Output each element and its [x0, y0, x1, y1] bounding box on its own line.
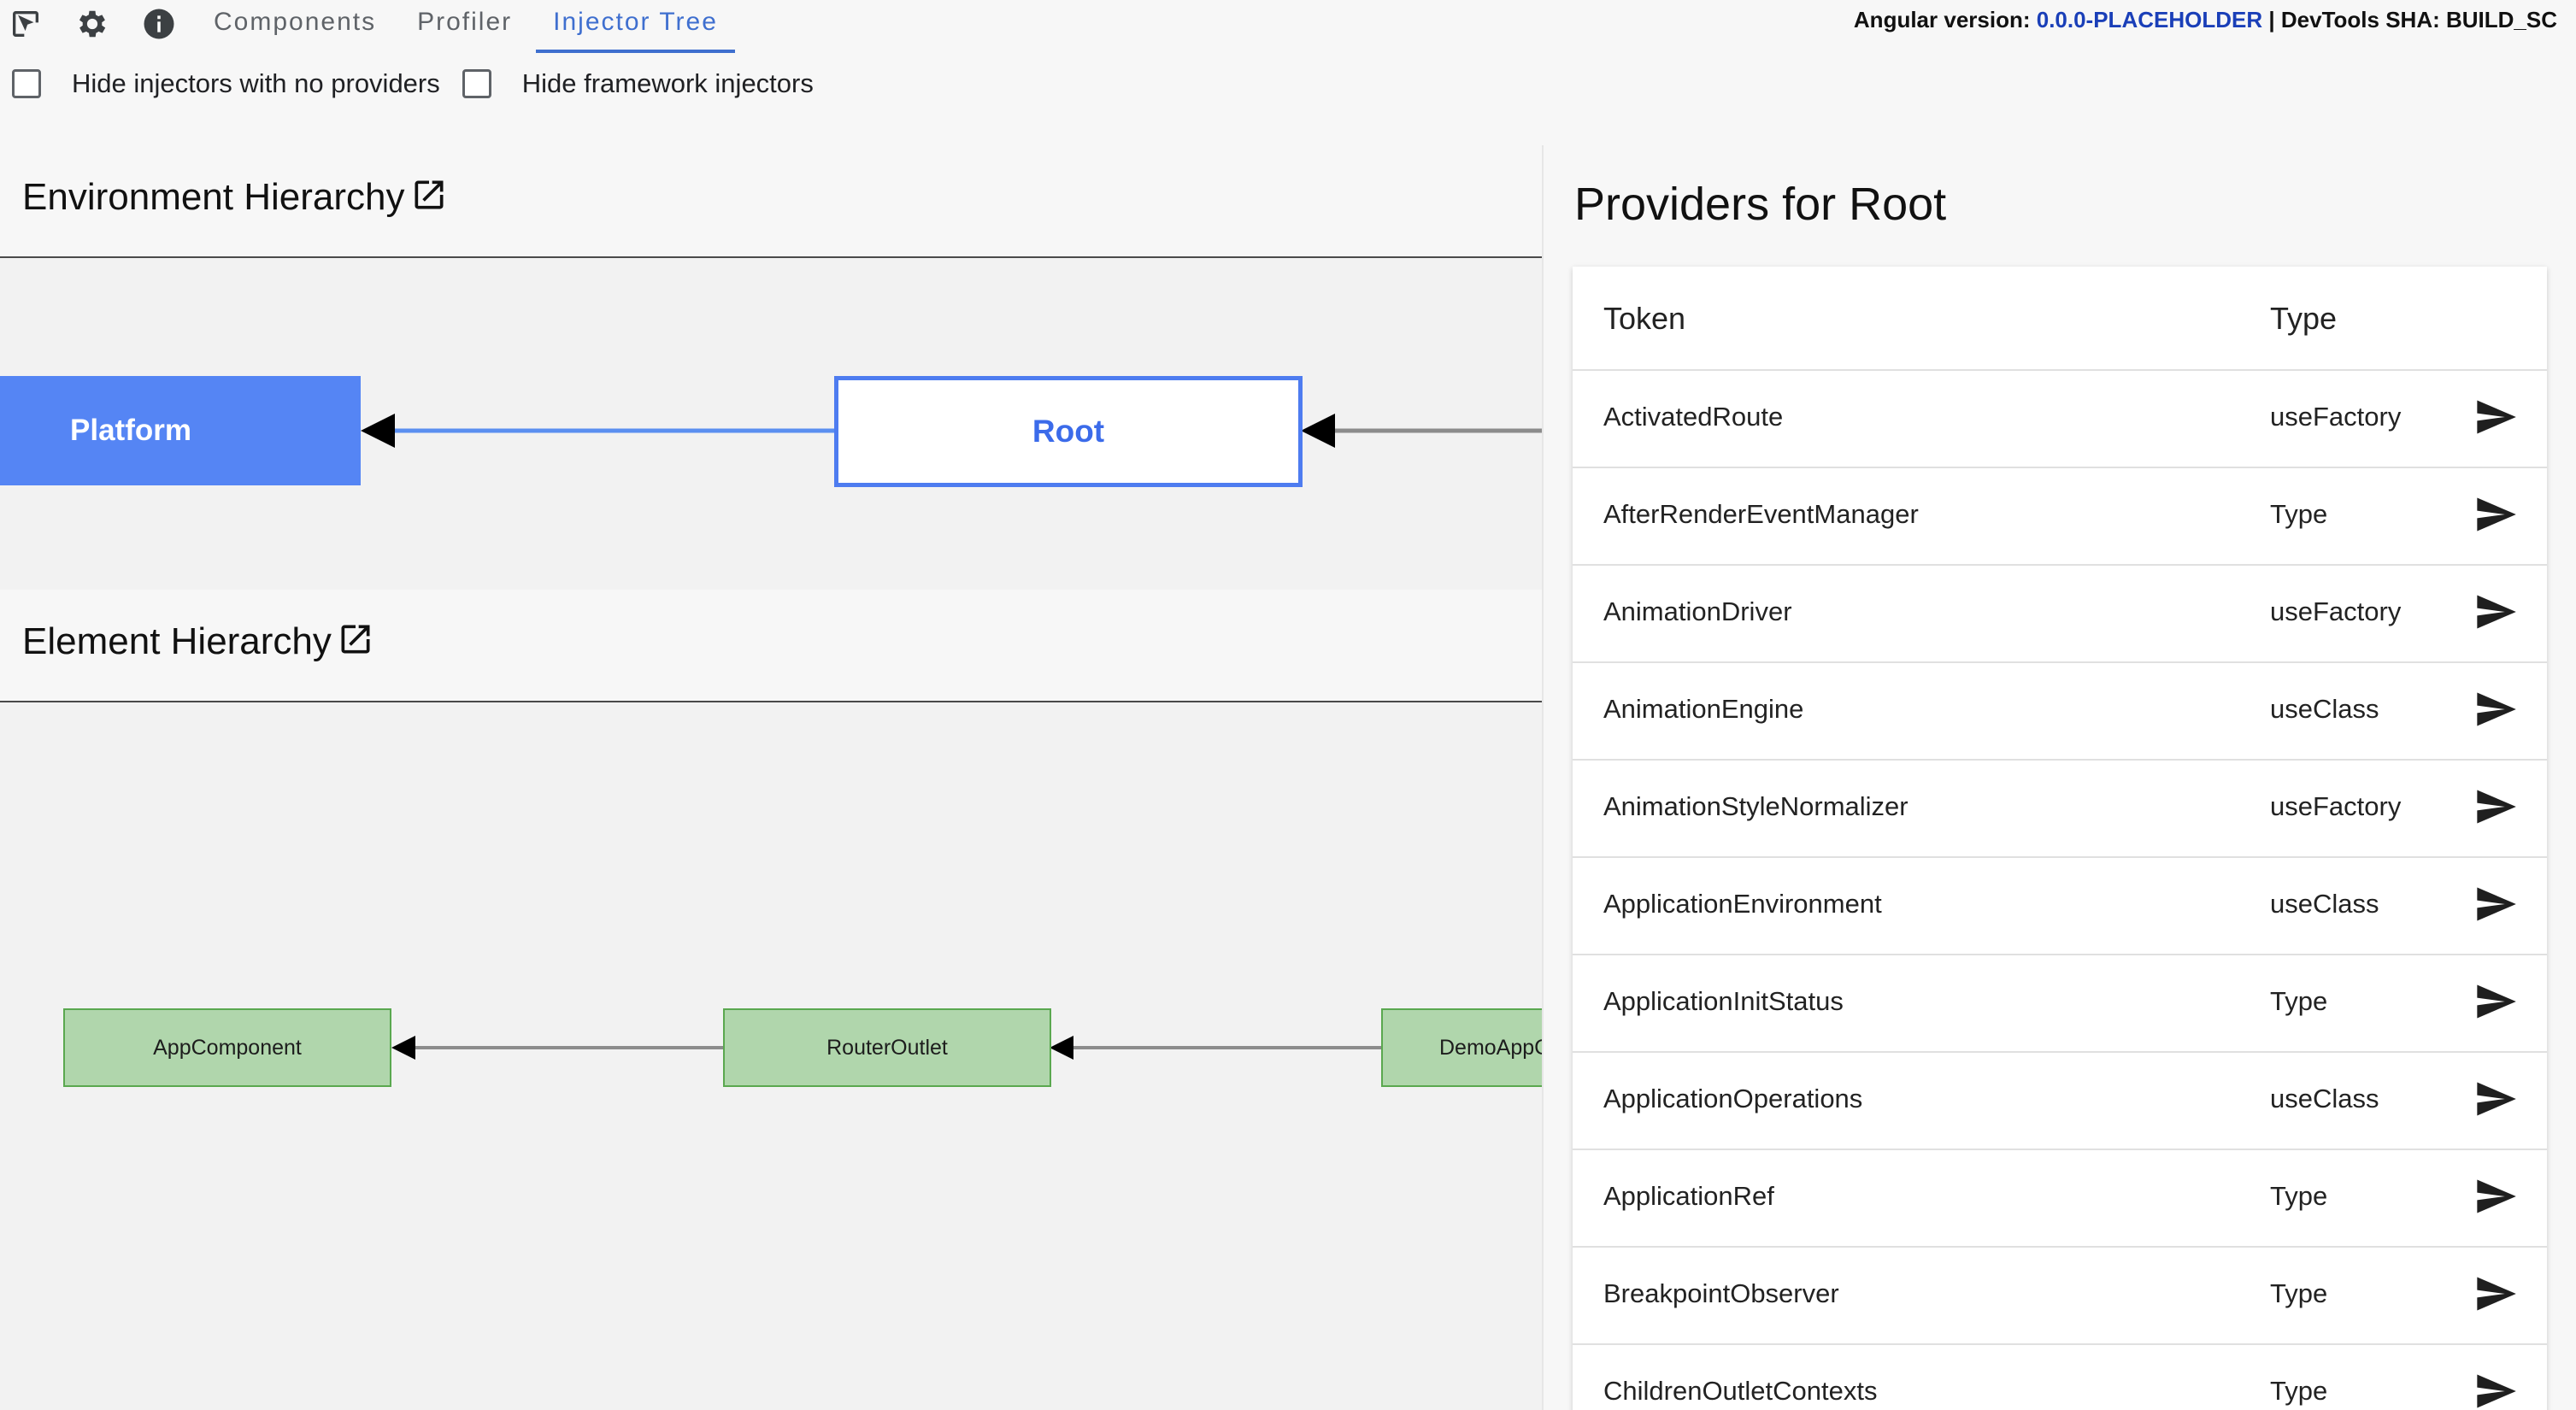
table-row[interactable]: AfterRenderEventManager Type — [1573, 468, 2547, 566]
send-icon[interactable] — [2473, 492, 2518, 537]
environment-graph-edges — [361, 414, 1542, 448]
devtools-sha-value: BUILD_SC — [2445, 7, 2557, 32]
table-row[interactable]: ApplicationOperations useClass — [1573, 1053, 2547, 1150]
table-row[interactable]: ApplicationInitStatus Type — [1573, 955, 2547, 1053]
element-hierarchy-title-text: Element Hierarchy — [22, 620, 332, 662]
provider-token-cell: ApplicationInitStatus — [1603, 986, 1844, 1016]
provider-type-cell: Type — [2270, 1376, 2328, 1406]
provider-type-cell: useFactory — [2270, 596, 2402, 626]
provider-token-cell: AfterRenderEventManager — [1603, 499, 1919, 529]
environment-hierarchy-title-text: Environment Hierarchy — [22, 176, 405, 218]
injector-node-platform[interactable]: Platform — [0, 376, 361, 485]
pane-divider[interactable] — [1542, 145, 1544, 1410]
tab-components[interactable]: Components — [214, 8, 377, 36]
element-node-appcomponent[interactable]: AppComponent — [63, 1008, 391, 1087]
gear-icon[interactable] — [74, 5, 111, 43]
column-header-token[interactable]: Token — [1603, 301, 1686, 336]
hide-no-providers-checkbox[interactable] — [12, 69, 41, 98]
provider-type-cell: useFactory — [2270, 791, 2402, 821]
provider-type-cell: useFactory — [2270, 402, 2402, 432]
send-icon[interactable] — [2473, 979, 2518, 1024]
hide-framework-checkbox[interactable] — [462, 69, 491, 98]
provider-token-cell: ActivatedRoute — [1603, 402, 1784, 432]
provider-type-cell: Type — [2270, 1278, 2328, 1308]
arrowhead-routeroutlet — [1050, 1036, 1073, 1060]
provider-token-cell: ApplicationRef — [1603, 1181, 1774, 1211]
element-graph-edges — [391, 1036, 1381, 1060]
devtools-toolbar: Components Profiler Injector Tree Angula… — [0, 0, 2576, 145]
open-in-new-icon[interactable] — [410, 176, 448, 223]
providers-title: Providers for Root — [1574, 179, 1947, 230]
column-header-type[interactable]: Type — [2270, 301, 2338, 336]
element-node-demoapp[interactable]: DemoAppC — [1381, 1008, 1542, 1087]
providers-table-header: Token Type — [1573, 267, 2547, 371]
hide-framework-label: Hide framework injectors — [521, 68, 814, 98]
provider-token-cell: AnimationStyleNormalizer — [1603, 791, 1908, 821]
filter-bar: Hide injectors with no providers Hide fr… — [12, 68, 836, 99]
element-node-routeroutlet[interactable]: RouterOutlet — [723, 1008, 1051, 1087]
inspect-element-icon[interactable] — [7, 5, 44, 43]
table-row[interactable]: AnimationEngine useClass — [1573, 663, 2547, 761]
devtools-sha-label: DevTools SHA: — [2280, 7, 2440, 32]
provider-type-cell: Type — [2270, 1181, 2328, 1211]
table-row[interactable]: ApplicationRef Type — [1573, 1150, 2547, 1248]
table-row[interactable]: BreakpointObserver Type — [1573, 1248, 2547, 1345]
arrowhead-root — [1301, 414, 1335, 448]
send-icon[interactable] — [2473, 882, 2518, 926]
tab-injector-tree[interactable]: Injector Tree — [536, 0, 735, 53]
hide-no-providers-label: Hide injectors with no providers — [72, 68, 440, 98]
info-icon[interactable] — [140, 5, 178, 43]
send-icon[interactable] — [2473, 784, 2518, 829]
provider-type-cell: useClass — [2270, 1084, 2379, 1113]
environment-hierarchy-title: Environment Hierarchy — [22, 176, 448, 223]
angular-version-value: 0.0.0-PLACEHOLDER — [2036, 7, 2263, 32]
element-hierarchy-title: Element Hierarchy — [22, 620, 374, 667]
angular-version-label: Angular version: — [1853, 7, 2031, 32]
table-row[interactable]: ActivatedRoute useFactory — [1573, 371, 2547, 468]
provider-type-cell: useClass — [2270, 694, 2379, 724]
provider-token-cell: BreakpointObserver — [1603, 1278, 1839, 1308]
provider-type-cell: Type — [2270, 499, 2328, 529]
provider-token-cell: AnimationEngine — [1603, 694, 1804, 724]
element-hierarchy-header: Element Hierarchy — [0, 590, 1542, 702]
table-row[interactable]: AnimationDriver useFactory — [1573, 566, 2547, 663]
provider-type-cell: useClass — [2270, 889, 2379, 919]
open-in-new-icon[interactable] — [337, 620, 374, 667]
provider-token-cell: AnimationDriver — [1603, 596, 1792, 626]
main-tabs: Components Profiler Injector Tree — [197, 0, 742, 53]
provider-token-cell: ChildrenOutletContexts — [1603, 1376, 1878, 1406]
version-separator: | — [2268, 7, 2275, 32]
send-icon[interactable] — [2473, 1174, 2518, 1219]
provider-token-cell: ApplicationOperations — [1603, 1084, 1863, 1113]
send-icon[interactable] — [2473, 1272, 2518, 1316]
table-row[interactable]: AnimationStyleNormalizer useFactory — [1573, 761, 2547, 858]
tab-profiler[interactable]: Profiler — [417, 8, 513, 36]
hierarchy-pane: Environment Hierarchy Platform Root Elem… — [0, 145, 1542, 1410]
injector-node-root[interactable]: Root — [834, 376, 1303, 487]
table-row[interactable]: ApplicationEnvironment useClass — [1573, 858, 2547, 955]
arrowhead-appcomponent — [391, 1036, 415, 1060]
environment-hierarchy-header: Environment Hierarchy — [0, 145, 1542, 258]
provider-token-cell: ApplicationEnvironment — [1603, 889, 1882, 919]
send-icon[interactable] — [2473, 1077, 2518, 1121]
send-icon[interactable] — [2473, 1369, 2518, 1410]
provider-type-cell: Type — [2270, 986, 2328, 1016]
send-icon[interactable] — [2473, 590, 2518, 634]
arrowhead-platform — [361, 414, 395, 448]
send-icon[interactable] — [2473, 687, 2518, 731]
table-row[interactable]: ChildrenOutletContexts Type — [1573, 1345, 2547, 1410]
providers-pane: Providers for Root Token Type ActivatedR… — [1544, 145, 2576, 1410]
send-icon[interactable] — [2473, 395, 2518, 439]
version-info: Angular version: 0.0.0-PLACEHOLDER | Dev… — [1854, 7, 2557, 33]
